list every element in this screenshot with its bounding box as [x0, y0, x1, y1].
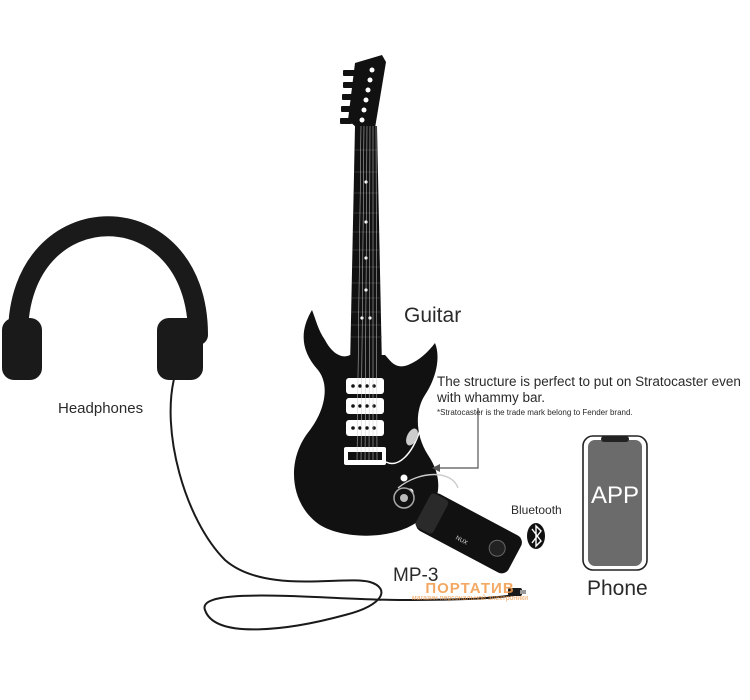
- watermark-name: ПОРТАТИВ: [425, 580, 515, 597]
- mp3-device-icon: [393, 473, 522, 574]
- app-label: APP: [590, 482, 640, 509]
- headphone-cable: [169, 374, 521, 631]
- watermark-tagline: магазин персональной электроники: [411, 595, 529, 602]
- structure-note: The structure is perfect to put on Strat…: [437, 374, 741, 405]
- watermark: ПОРТАТИВ магазин персональной электроник…: [405, 580, 535, 602]
- jack-plug: [508, 588, 526, 596]
- device-label: MP-3: [393, 565, 439, 586]
- headphones-icon: [2, 216, 208, 380]
- structure-pointer: [438, 408, 479, 469]
- phone-label: Phone: [587, 577, 648, 600]
- smartphone-icon: [582, 435, 648, 571]
- headphones-label: Headphones: [58, 400, 144, 417]
- guitar-icon: [293, 55, 439, 536]
- guitar-label: Guitar: [404, 304, 462, 327]
- trademark-note: *Stratocaster is the trade mark belong t…: [437, 408, 633, 417]
- pointer-arrowhead: [432, 464, 440, 472]
- bluetooth-label: Bluetooth: [511, 503, 562, 517]
- bluetooth-icon: [527, 523, 545, 549]
